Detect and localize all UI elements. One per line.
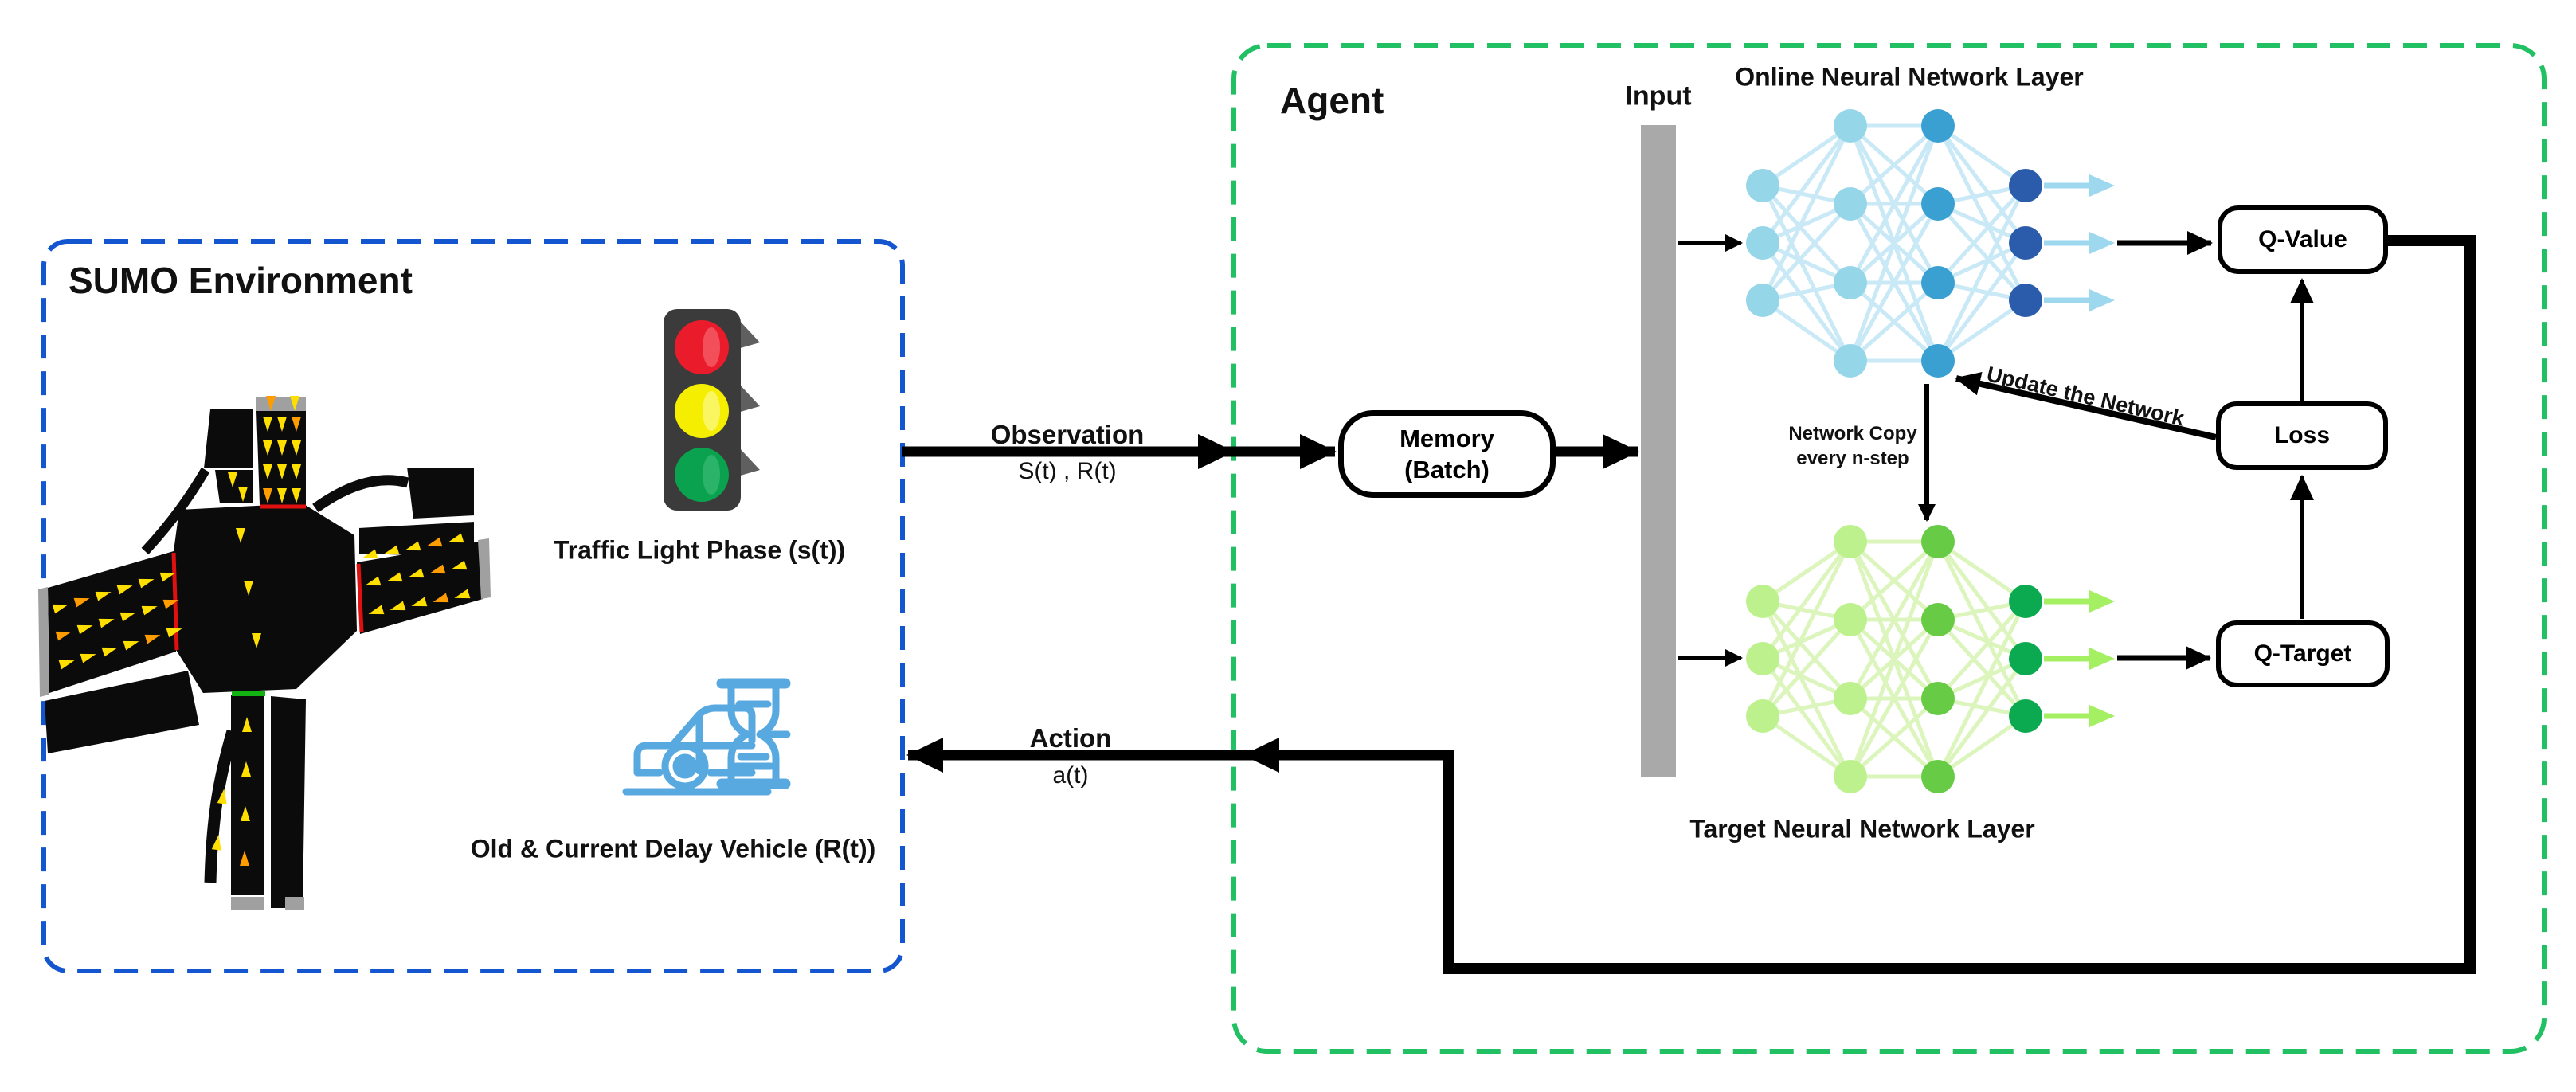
memory-line2: (Batch) [1404,456,1490,483]
traffic-light-caption: Traffic Light Phase (s(t)) [553,535,846,565]
observation-label: Observation [990,420,1145,449]
q-target-box: Q-Target [2216,620,2390,687]
target-network-title: Target Neural Network Layer [1689,814,2035,843]
agent-box [1231,43,2547,1054]
internal-arrows [1678,231,2314,670]
intersection-map-image [38,396,491,910]
input-label: Input [1625,80,1692,112]
car-delay-icon [622,678,791,796]
flow-arrows [902,235,2476,974]
action-label: Action [1029,723,1112,753]
action-sub-label: a(t) [1052,762,1089,789]
delay-vehicle-caption: Old & Current Delay Vehicle (R(t)) [470,834,876,863]
memory-line1: Memory [1400,425,1494,452]
memory-batch-box: Memory (Batch) [1338,410,1556,498]
traffic-light-icon [664,309,760,511]
q-value-box: Q-Value [2218,205,2388,274]
loss-box: Loss [2216,401,2388,470]
online-network-title: Online Neural Network Layer [1735,62,2084,92]
input-bar [1641,125,1676,777]
agent-title: Agent [1280,80,1384,121]
network-copy-note: Network Copy every n-step [1788,423,1917,469]
observation-sub-label: S(t) , R(t) [1018,458,1117,484]
target-neural-network [1746,525,2115,793]
online-neural-network [1746,109,2115,378]
sumo-title: SUMO Environment [69,260,413,301]
